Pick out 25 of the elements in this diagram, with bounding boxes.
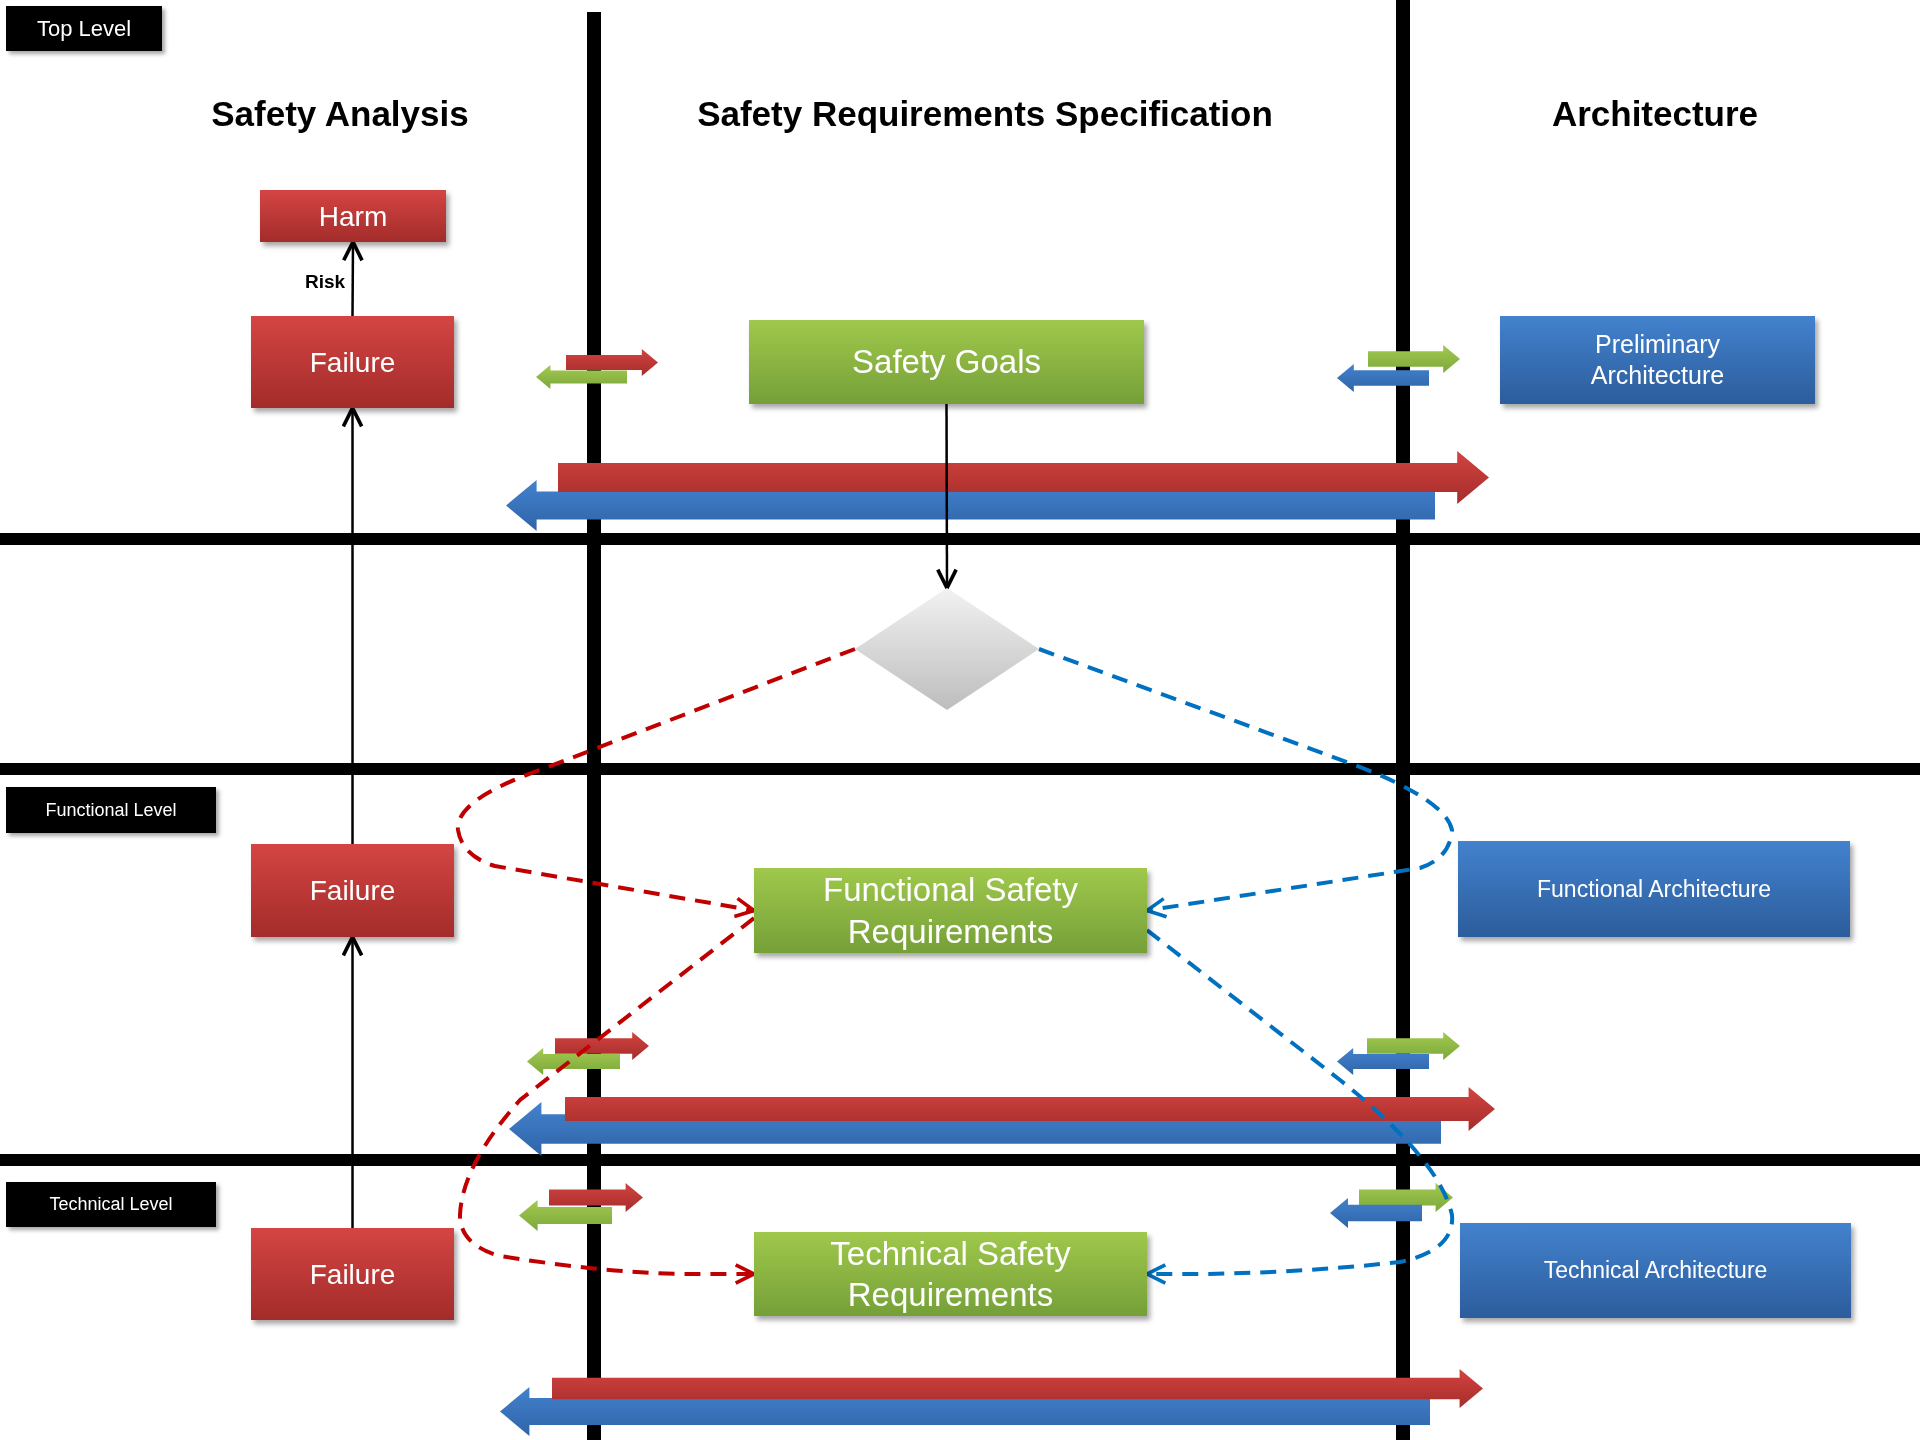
level-tag: Top Level: [6, 6, 162, 51]
level-tag: Functional Level: [6, 787, 216, 833]
decision-diamond: [855, 588, 1039, 710]
arrow: [935, 404, 958, 590]
column-heading: Safety Analysis: [210, 96, 470, 131]
requirements-box: Safety Goals: [749, 320, 1144, 404]
failure-box: Failure: [251, 1228, 454, 1320]
requirements-box: Technical Safety Requirements: [754, 1232, 1147, 1316]
dashed-arrow: [456, 647, 856, 919]
architecture-box: Functional Architecture: [1458, 841, 1850, 937]
requirements-box: Functional Safety Requirements: [754, 868, 1147, 953]
failure-box: Failure: [251, 316, 454, 408]
architecture-box: Technical Architecture: [1460, 1223, 1851, 1318]
dashed-arrow: [458, 916, 756, 1285]
failure-box: Failure: [251, 844, 454, 937]
arrow: [341, 240, 364, 316]
arrow: [341, 406, 364, 844]
column-heading: Safety Requirements Specification: [696, 96, 1274, 131]
edge-label: Risk: [304, 272, 347, 291]
arrow: [341, 935, 364, 1228]
dashed-arrow: [1038, 647, 1454, 919]
failure-box: Harm: [260, 190, 446, 242]
column-heading: Architecture: [1550, 96, 1760, 131]
level-tag: Technical Level: [6, 1182, 216, 1227]
architecture-box: Preliminary Architecture: [1500, 316, 1815, 404]
